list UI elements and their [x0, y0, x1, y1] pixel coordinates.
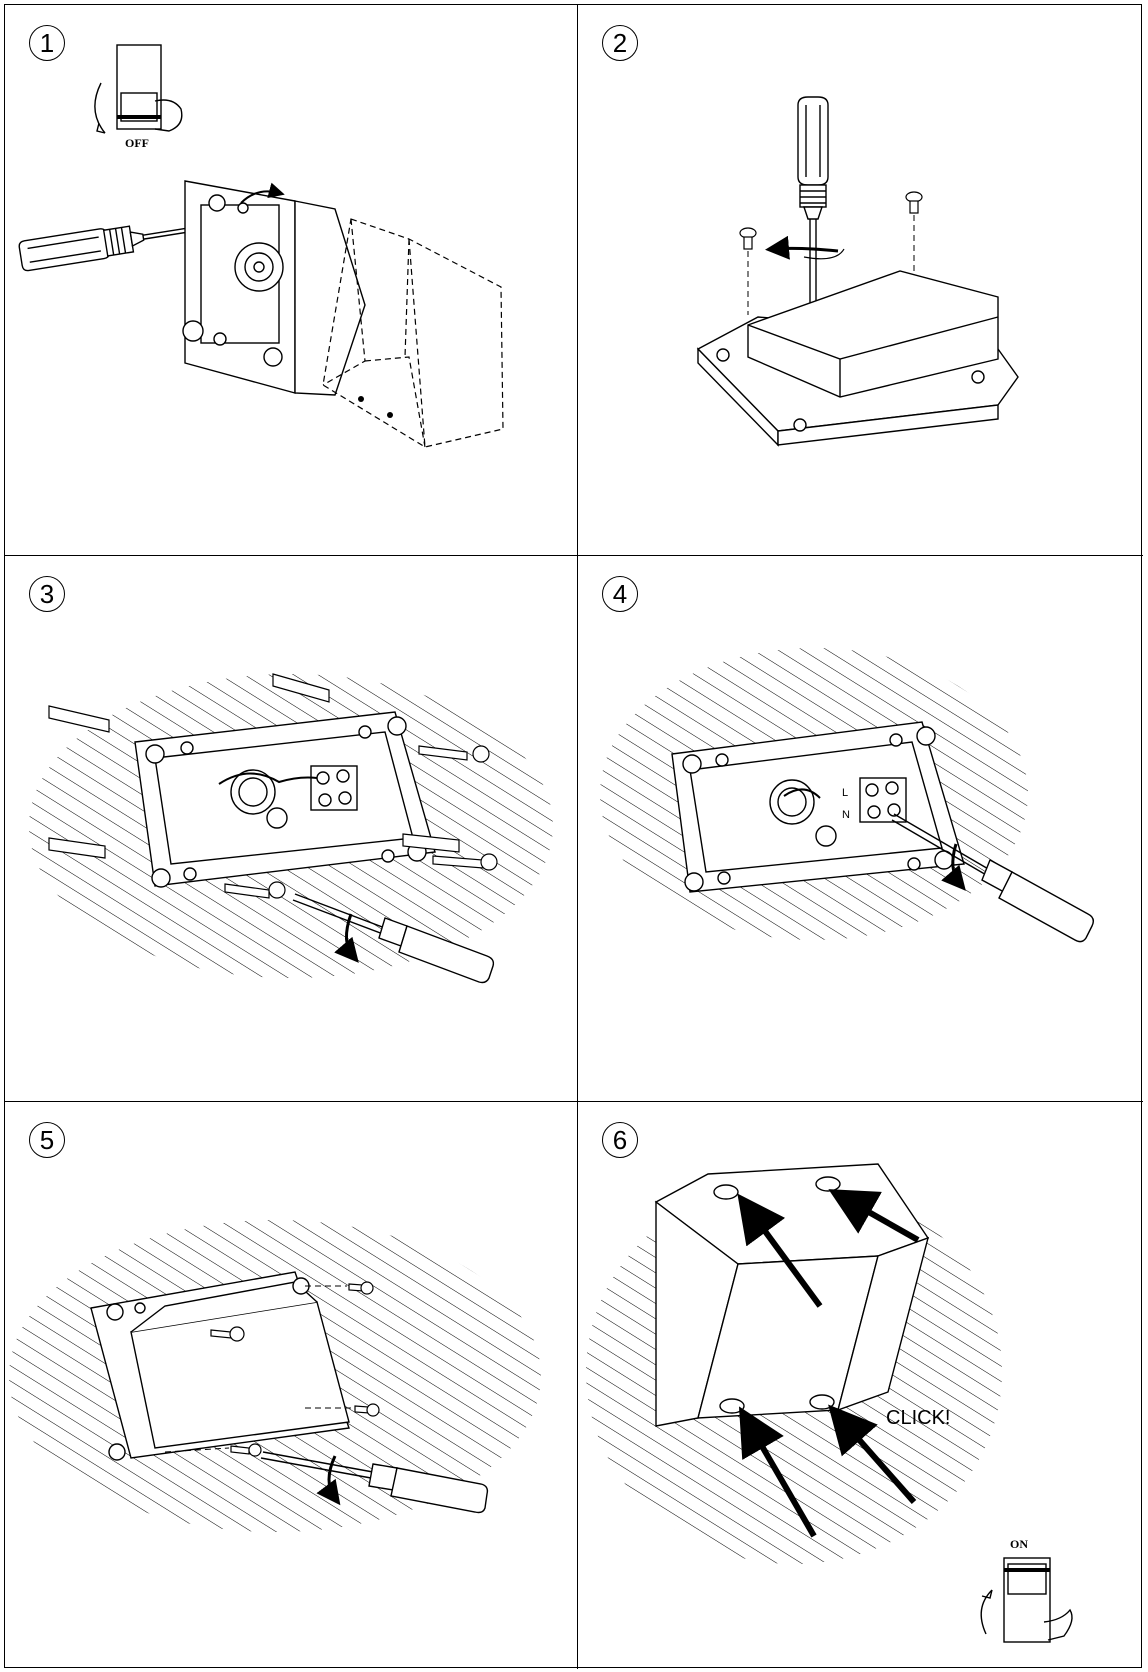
screw-icon [210, 1281, 380, 1457]
terminal-n-label: N [842, 809, 850, 821]
click-label: CLICK! [886, 1407, 950, 1429]
step-1-number: 1 [29, 25, 65, 61]
wall-plug-icon [48, 673, 460, 859]
enclosure-base [696, 270, 1019, 447]
enclosure-base [90, 1271, 350, 1461]
rotation-arrow-icon [765, 235, 839, 260]
rotation-arrow-icon [334, 913, 359, 963]
on-label: ON [1010, 1537, 1028, 1551]
cover [654, 1163, 930, 1427]
screwdriver-icon [260, 1451, 489, 1514]
screwdriver-icon [292, 893, 495, 984]
step-2-number: 2 [602, 25, 638, 61]
step-4-number: 4 [602, 576, 638, 612]
step-1-panel: 1 OFF [5, 5, 578, 556]
off-label: OFF [125, 136, 149, 150]
step-5-number: 5 [29, 1122, 65, 1158]
step-2-panel: 2 [578, 5, 1143, 556]
step-2-illustration [696, 96, 1019, 447]
power-switch-icon [980, 1557, 1073, 1643]
enclosure-base [182, 180, 366, 396]
screwdriver-icon [891, 813, 1095, 943]
screw-icon [224, 745, 498, 899]
step-1-illustration: OFF [18, 44, 504, 448]
enclosure-base [671, 721, 965, 893]
terminal-l-label: L [842, 787, 848, 799]
rotation-arrow-icon [316, 1455, 341, 1506]
step-3-panel: 3 [5, 556, 578, 1102]
step-6-illustration: CLICK! ON [586, 1163, 1073, 1643]
step-6-number: 6 [602, 1122, 638, 1158]
rotation-arrow-icon [240, 182, 285, 204]
screwdriver-icon [797, 96, 829, 327]
cover-dashed-outline [322, 218, 504, 448]
power-switch-icon [94, 44, 183, 134]
step-5-illustration [9, 1220, 541, 1532]
step-3-number: 3 [29, 576, 65, 612]
rotation-arrow-icon [941, 843, 966, 891]
step-4-illustration: L N [600, 648, 1095, 943]
step-4-panel: 4 L N [578, 556, 1143, 1102]
step-5-panel: 5 [5, 1102, 578, 1669]
steps-grid: 1 OFF [4, 4, 1143, 1669]
step-3-illustration [29, 673, 553, 984]
push-arrow-icon [737, 1189, 920, 1538]
enclosure-base [134, 711, 436, 888]
step-6-panel: 6 CLICK! [578, 1102, 1143, 1669]
